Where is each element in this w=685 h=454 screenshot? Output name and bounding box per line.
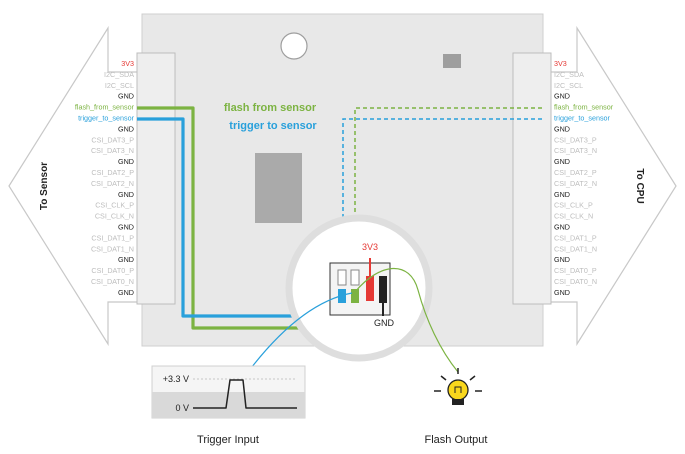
right-pin-gnd: GND <box>554 255 570 264</box>
left-pin-csi-dat2-p: CSI_DAT2_P <box>91 168 134 177</box>
right-pin-trigger-to-sensor: trigger_to_sensor <box>554 114 611 123</box>
flash-output-label: Flash Output <box>425 434 488 446</box>
right-pin-gnd: GND <box>554 124 570 133</box>
trigger-wire-label: trigger to sensor <box>229 120 317 132</box>
right-pin-csi-dat1-n: CSI_DAT1_N <box>554 244 597 253</box>
right-pin-csi-dat3-p: CSI_DAT3_P <box>554 135 597 144</box>
waveform-low-band <box>152 392 305 418</box>
board-component-small <box>443 54 461 68</box>
right-pin-csi-clk-n: CSI_CLK_N <box>554 212 593 221</box>
left-pin-gnd: GND <box>118 124 134 133</box>
right-pin-gnd: GND <box>554 157 570 166</box>
waveform-low-label: 0 V <box>175 403 189 413</box>
left-pin-gnd: GND <box>118 157 134 166</box>
lightbulb-icon <box>434 368 482 405</box>
left-pin-trigger-to-sensor: trigger_to_sensor <box>78 114 135 123</box>
flash-output-callout-line <box>354 267 459 373</box>
right-pin-csi-dat1-p: CSI_DAT1_P <box>554 233 597 242</box>
right-pin-csi-dat0-n: CSI_DAT0_N <box>554 277 597 286</box>
right-pin-flash-from-sensor: flash_from_sensor <box>554 103 614 112</box>
right-pin-i2c-sda: I2C_SDA <box>554 70 584 79</box>
header-gnd-label: GND <box>374 318 395 328</box>
left-pin-i2c-sda: I2C_SDA <box>104 70 134 79</box>
right-pin-gnd: GND <box>554 92 570 101</box>
trigger-callout-line <box>247 292 353 373</box>
left-pin-i2c-scl: I2C_SCL <box>105 81 134 90</box>
right-connector <box>512 52 552 305</box>
left-connector <box>136 52 176 305</box>
left-arrow-label: To Sensor <box>39 162 50 210</box>
waveform-high-label: +3.3 V <box>163 374 189 384</box>
header-power-label: 3V3 <box>362 242 378 252</box>
left-pin-gnd: GND <box>118 190 134 199</box>
header-pin-flash-bottom <box>351 289 359 303</box>
mounting-hole <box>280 32 308 60</box>
left-pin-gnd: GND <box>118 223 134 232</box>
board-chip <box>255 153 302 223</box>
header-pin-power <box>366 276 374 301</box>
right-pin-3v3: 3V3 <box>554 59 567 68</box>
trigger-dashed-wire <box>342 118 542 268</box>
trigger-pulse <box>193 379 297 409</box>
left-pin-gnd: GND <box>118 255 134 264</box>
right-pin-csi-dat0-p: CSI_DAT0_P <box>554 266 597 275</box>
left-pin-csi-dat1-n: CSI_DAT1_N <box>91 244 134 253</box>
header-pin-gnd <box>379 276 387 303</box>
right-pin-csi-dat2-p: CSI_DAT2_P <box>554 168 597 177</box>
left-pin-csi-dat0-n: CSI_DAT0_N <box>91 277 134 286</box>
left-pin-csi-dat0-p: CSI_DAT0_P <box>91 266 134 275</box>
left-pin-flash-from-sensor: flash_from_sensor <box>75 103 135 112</box>
right-arrow-label: To CPU <box>634 168 645 203</box>
right-pin-i2c-scl: I2C_SCL <box>554 81 583 90</box>
right-pin-csi-dat2-n: CSI_DAT2_N <box>554 179 597 188</box>
trigger-input-label: Trigger Input <box>197 434 259 446</box>
left-pin-3v3: 3V3 <box>121 59 134 68</box>
flash-wire-label: flash from sensor <box>224 102 317 114</box>
right-pin-csi-dat3-n: CSI_DAT3_N <box>554 146 597 155</box>
left-pin-csi-dat2-n: CSI_DAT2_N <box>91 179 134 188</box>
left-pin-csi-clk-n: CSI_CLK_N <box>95 212 134 221</box>
right-pin-csi-clk-p: CSI_CLK_P <box>554 201 593 210</box>
left-pin-csi-dat3-p: CSI_DAT3_P <box>91 135 134 144</box>
header-pin-flash-top <box>350 269 360 286</box>
right-pin-gnd: GND <box>554 223 570 232</box>
left-pin-csi-dat1-p: CSI_DAT1_P <box>91 233 134 242</box>
left-pin-gnd: GND <box>118 92 134 101</box>
left-pin-gnd: GND <box>118 288 134 297</box>
right-pin-gnd: GND <box>554 190 570 199</box>
left-pin-csi-clk-p: CSI_CLK_P <box>95 201 134 210</box>
right-pin-gnd: GND <box>554 288 570 297</box>
header-pin-trigger-top <box>337 269 347 286</box>
left-pin-csi-dat3-n: CSI_DAT3_N <box>91 146 134 155</box>
